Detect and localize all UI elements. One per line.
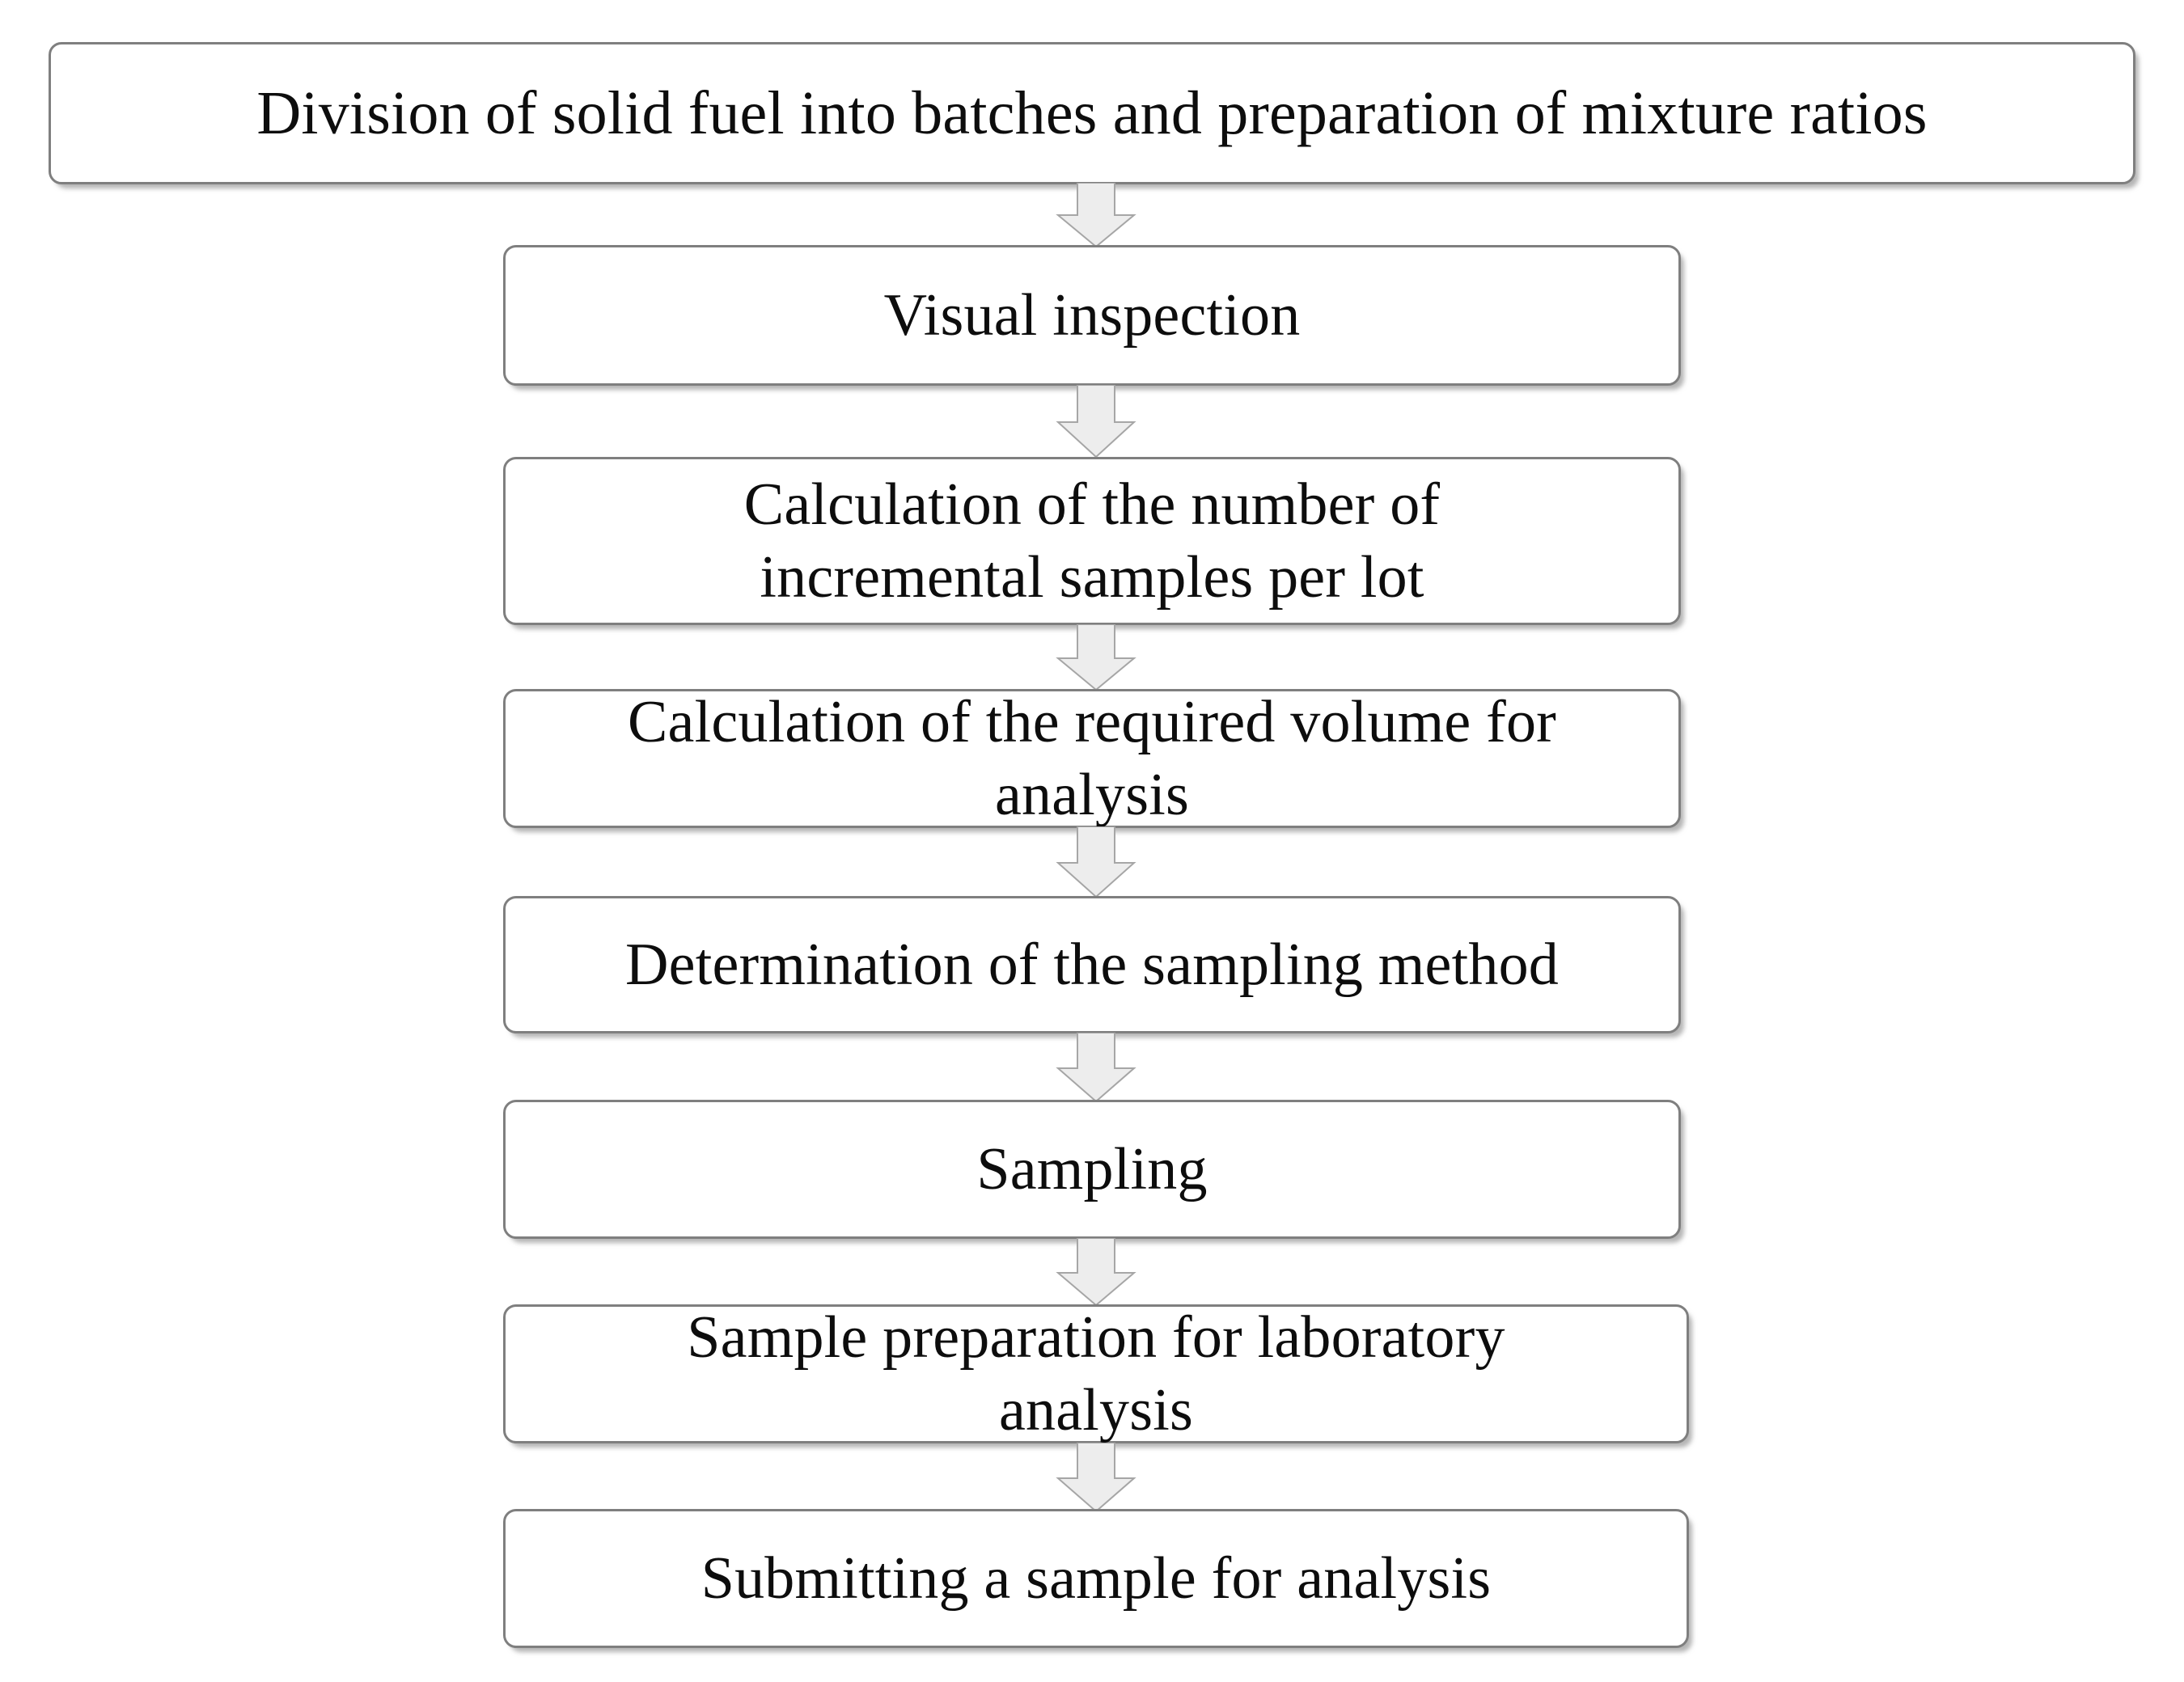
connector-arrow-1 [1043,183,1149,247]
process-node-1[interactable]: Division of solid fuel into batches and … [49,42,2135,184]
connector-arrow-6 [1043,1238,1149,1306]
connector-arrow-3 [1043,624,1149,691]
process-node-1-label: Division of solid fuel into batches and … [256,78,1928,147]
connector-arrow-4 [1043,826,1149,898]
connector-arrow-2 [1043,385,1149,458]
process-node-2-label: Visual inspection [883,281,1301,349]
process-node-5[interactable]: Determination of the sampling method [503,896,1681,1033]
process-node-4-label: Calculation of the required volume for a… [627,688,1557,828]
process-node-4[interactable]: Calculation of the required volume for a… [503,689,1681,828]
process-node-5-label: Determination of the sampling method [625,931,1559,998]
process-node-8[interactable]: Submitting a sample for analysis [503,1509,1689,1648]
process-node-2[interactable]: Visual inspection [503,245,1681,386]
process-node-3-label: Calculation of the number of incremental… [743,471,1441,611]
process-node-6-label: Sampling [976,1135,1208,1202]
connector-arrow-7 [1043,1443,1149,1512]
process-node-7[interactable]: Sample preparation for laboratory analys… [503,1304,1689,1443]
process-node-6[interactable]: Sampling [503,1100,1681,1239]
process-node-7-label: Sample preparation for laboratory analys… [687,1304,1505,1443]
connector-arrow-5 [1043,1033,1149,1102]
process-node-8-label: Submitting a sample for analysis [700,1545,1492,1612]
process-node-3[interactable]: Calculation of the number of incremental… [503,457,1681,625]
